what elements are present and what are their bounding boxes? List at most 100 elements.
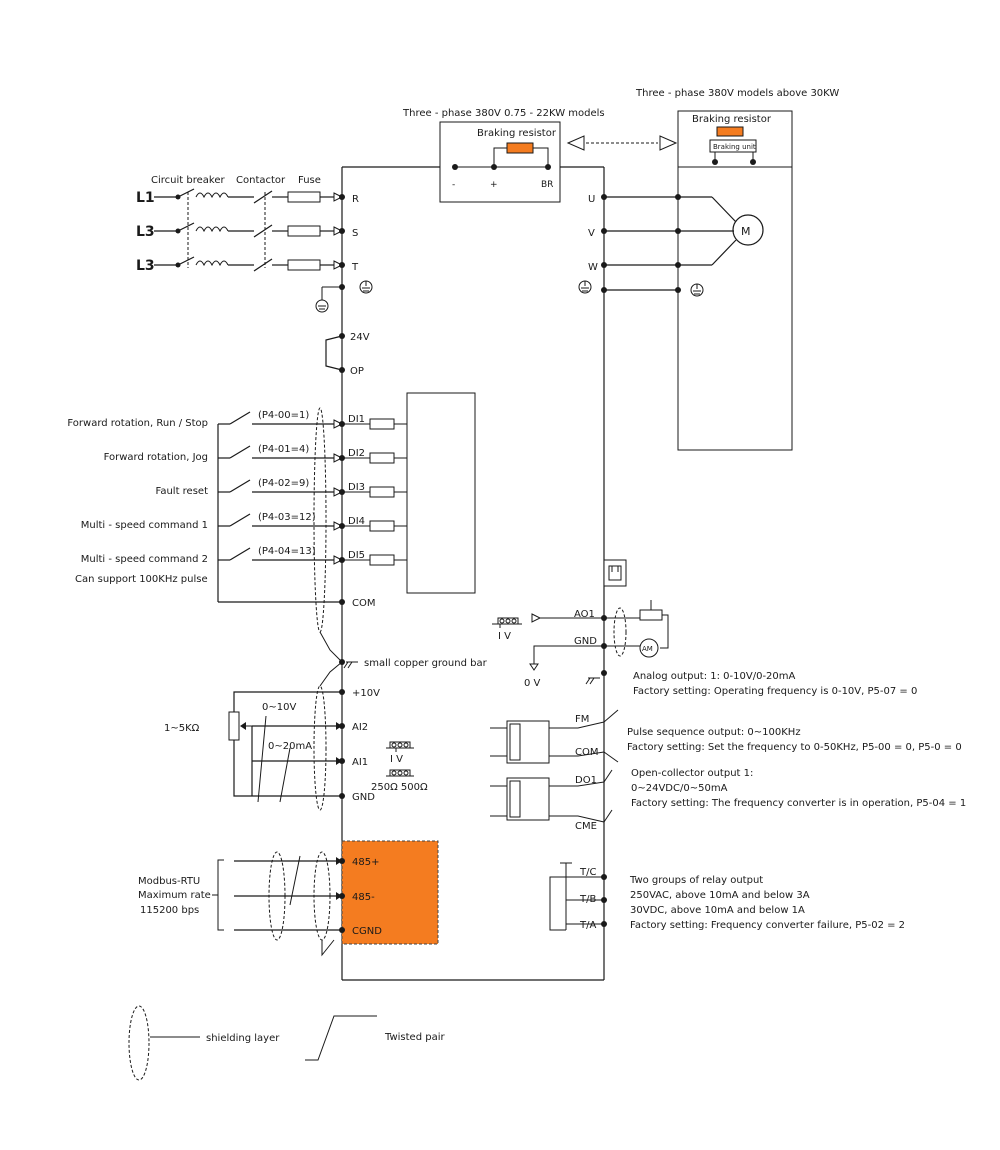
fuse-icon: [287, 191, 321, 203]
open-collector-output: DO1 CME Open-collector output 1: 0~24VDC…: [490, 768, 966, 832]
range-v-label: 0~10V: [262, 702, 296, 713]
pot-label: 1~5KΩ: [164, 723, 200, 734]
di-terminal-label: DI4: [348, 516, 365, 527]
large-model-box: Three - phase 380V models above 30KW Bra…: [635, 88, 839, 451]
line-l3-label: L3: [136, 258, 155, 274]
relay-line4: Factory setting: Frequency converter fai…: [630, 920, 905, 931]
relay-line2: 250VAC, above 10mA and below 3A: [630, 890, 810, 901]
out-u-label: U: [588, 194, 595, 205]
motor-icon: [732, 214, 764, 246]
analog-out-line1: Analog output: 1: 0-10V/0-20mA: [633, 671, 796, 682]
di-function-label: Multi - speed command 1: [81, 520, 208, 531]
terminal-gnd-out-label: GND: [574, 636, 597, 647]
modbus-section: 485+ 485- CGND Modbus-RTU Maximum rate 1…: [138, 840, 439, 957]
di-row: Multi - speed command 2(P4-04=13)DI5: [81, 546, 407, 566]
ground-icon: [315, 299, 329, 313]
di-param-label: (P4-03=12): [258, 512, 316, 523]
di-terminal-label: DI1: [348, 414, 365, 425]
contactor-label: Contactor: [236, 175, 286, 186]
di-terminal-label: DI3: [348, 482, 365, 493]
power-input: Circuit breaker Contactor Fuse L1 L3 L3 …: [136, 175, 373, 313]
legend: shielding layer Twisted pair: [128, 1005, 445, 1081]
terminal-cme-label: CME: [575, 821, 597, 832]
ao-jumper-iv-label: I V: [498, 631, 511, 642]
bus-minus-label: -: [452, 180, 455, 190]
terminal-fm-label: FM: [575, 714, 589, 725]
di-row: Forward rotation, Run / Stop(P4-00=1)DI1: [67, 410, 407, 430]
ammeter-icon: [639, 638, 659, 658]
alternative-arrow: [566, 135, 678, 151]
terminal-cgnd-label: CGND: [352, 926, 382, 937]
di-resistor-icon: [369, 554, 395, 566]
legend-shield-label: shielding layer: [206, 1033, 280, 1044]
switch-icon: [229, 547, 251, 561]
ai-jumper-res-icon: [386, 769, 414, 777]
fuse-icon: [287, 259, 321, 271]
di-param-label: (P4-02=9): [258, 478, 309, 489]
terminal-t-label: T: [351, 262, 359, 273]
modbus-line3: 115200 bps: [140, 905, 199, 916]
di-param-label: (P4-04=13): [258, 546, 316, 557]
pulse-line1: Pulse sequence output: 0~100KHz: [627, 727, 801, 738]
terminal-485m-label: 485-: [352, 892, 375, 903]
relay-output: T/C T/B T/A Two groups of relay output 2…: [549, 862, 905, 931]
pulse-output: FM COM Pulse sequence output: 0~100KHz F…: [490, 709, 962, 764]
di-function-label: Forward rotation, Jog: [104, 452, 208, 463]
oc-line3: Factory setting: The frequency converter…: [631, 798, 966, 809]
models-large-label: Three - phase 380V models above 30KW: [635, 88, 839, 99]
network-port-icon: [603, 559, 627, 587]
bus-br-label: BR: [541, 180, 553, 190]
ai-jumper-icon: [386, 741, 414, 752]
legend-twisted-icon: [305, 1015, 377, 1061]
coil-icon: [195, 260, 229, 267]
motor-output: U V W M: [578, 194, 764, 297]
motor-label: M: [741, 225, 751, 238]
line-l2-label: L3: [136, 224, 155, 240]
di-terminal-label: DI5: [348, 550, 365, 561]
shield-ellipse: [313, 685, 327, 811]
breaker-switch-icon: [177, 188, 195, 198]
di-terminal-label: DI2: [348, 448, 365, 459]
breaker-switch-icon: [177, 222, 195, 232]
fuse-label: Fuse: [298, 175, 321, 186]
terminal-com-label: COM: [352, 598, 375, 609]
ground-bar-label: small copper ground bar: [364, 658, 488, 669]
di-param-label: (P4-01=4): [258, 444, 309, 455]
oc-line2: 0~24VDC/0~50mA: [631, 783, 728, 794]
terminal-com-out-label: COM: [575, 747, 598, 758]
optocoupler-block: [406, 392, 476, 594]
terminal-tc-label: T/C: [579, 867, 596, 878]
terminal-r-label: R: [352, 194, 359, 205]
di-resistor-icon: [369, 452, 395, 464]
braking-resistor-box: Three - phase 380V 0.75 - 22KW models Br…: [402, 108, 605, 203]
pulse-line2: Factory setting: Set the frequency to 0-…: [627, 742, 962, 753]
out-v-label: V: [588, 228, 595, 239]
terminal-ai2-label: AI2: [352, 722, 368, 733]
modbus-line2: Maximum rate: [138, 890, 211, 901]
terminal-op-label: OP: [350, 366, 364, 377]
braking-resistor-icon: [506, 142, 534, 154]
models-small-label: Three - phase 380V 0.75 - 22KW models: [402, 108, 605, 119]
pulse-note-label: Can support 100KHz pulse: [75, 574, 208, 585]
braking-unit-label: Braking unit: [713, 143, 756, 151]
shield-ellipse: [613, 607, 627, 657]
breaker-switch-icon: [177, 256, 195, 266]
braking-resistor-2-icon: [716, 126, 744, 137]
oc-line1: Open-collector output 1:: [631, 768, 753, 779]
switch-icon: [229, 411, 251, 425]
analog-output: AO1 GND 0 V I V AM Analog output: 1: 0-1…: [492, 559, 917, 697]
zero-volt-label: 0 V: [524, 678, 541, 689]
digital-inputs: Forward rotation, Run / Stop(P4-00=1)DI1…: [67, 392, 488, 669]
ao-jumper-icon: [492, 617, 522, 628]
shield-ellipse: [313, 407, 327, 633]
terminal-do1-label: DO1: [575, 775, 597, 786]
ai-jumper-res-label: 250Ω 500Ω: [371, 782, 428, 793]
ammeter-label: AM: [642, 645, 653, 653]
terminal-s-label: S: [352, 228, 358, 239]
switch-icon: [229, 479, 251, 493]
di-row: Multi - speed command 1 (P4-03=12) DI4: [81, 512, 407, 532]
terminal-ao1-label: AO1: [574, 609, 595, 620]
rs485-block: [341, 840, 439, 945]
di-param-label: (P4-00=1): [258, 410, 309, 421]
